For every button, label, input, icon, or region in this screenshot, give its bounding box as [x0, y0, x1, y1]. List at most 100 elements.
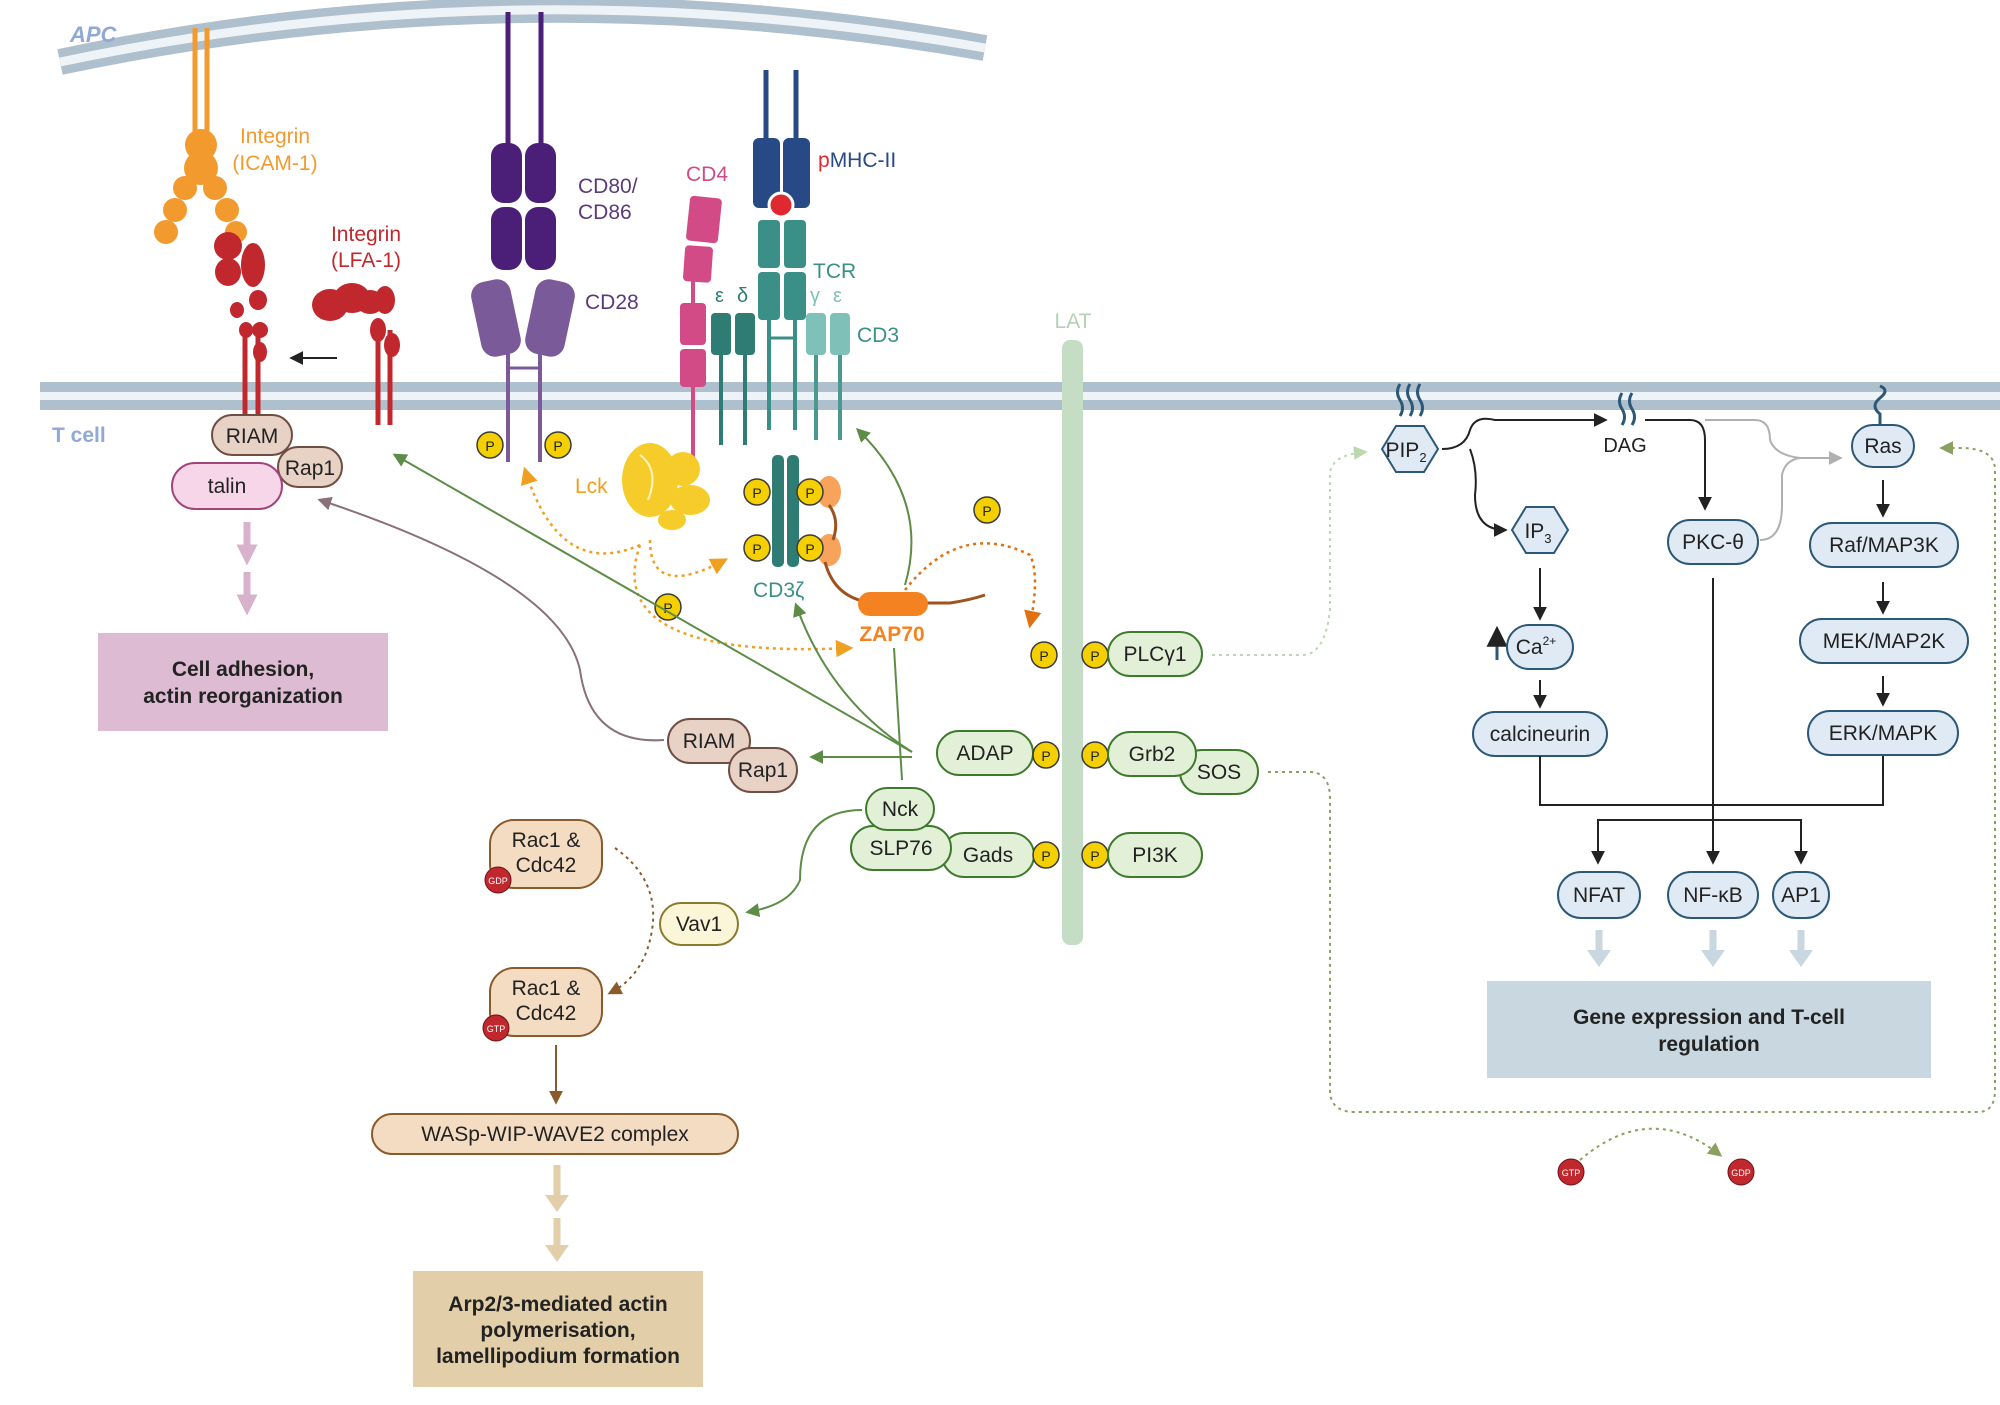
cd4-label: CD4 [686, 163, 728, 186]
phospho-group: P [1030, 641, 1058, 669]
rac1-gtp-label-1: Rac1 & [512, 977, 581, 1000]
rac1-cdc42-gtp: Rac1 & Cdc42 GTP [482, 967, 603, 1042]
pip2-hexagon [1380, 425, 1440, 473]
grb2 [1107, 731, 1197, 777]
zap70-to-hub-line [893, 647, 903, 781]
phospho-label: P [805, 541, 814, 557]
pip2-group: PIP2 [1380, 383, 1440, 473]
arp-outcome-line-3: lamellipodium formation [436, 1345, 680, 1368]
ras-label: Ras [1864, 435, 1901, 458]
sos-to-ras-loop [1268, 441, 1996, 1113]
mek-label: MEK/MAP2K [1823, 630, 1946, 653]
phospho-group: P [1032, 741, 1060, 769]
talin-label: talin [208, 475, 247, 498]
cd80-cd86 [491, 12, 556, 270]
arp-outcome-box [413, 1271, 703, 1387]
cd80-label-2: CD86 [578, 201, 632, 224]
phospho-group: P [476, 431, 504, 459]
rac1-gdp-label-2: Cdc42 [516, 854, 577, 877]
gtp-badge [482, 1014, 510, 1042]
convergence-to-ap1 [1713, 819, 1808, 865]
phospho-label: P [485, 438, 494, 454]
phospho-group: P [1081, 641, 1109, 669]
adhesion-outcome-box [98, 633, 388, 731]
pip2-text: PIP [1385, 439, 1419, 462]
phospho-label: P [553, 438, 562, 454]
pi3k [1107, 832, 1203, 878]
tan-arrow-1-head [545, 1195, 569, 1212]
plcg1-to-pip2-arrow [1212, 445, 1368, 656]
rap1-membrane [277, 446, 343, 488]
zap70-label: ZAP70 [859, 623, 924, 646]
wasp-complex-label: WASp-WIP-WAVE2 complex [421, 1123, 689, 1146]
integrin-lfa1-label-2: (LFA-1) [331, 249, 401, 272]
phospho-group: P [1032, 841, 1060, 869]
nfat-label: NFAT [1573, 884, 1625, 907]
riam-cytosolic-label: RIAM [683, 730, 736, 753]
phospho-group: P [973, 496, 1001, 524]
ca-text: Ca [1516, 636, 1543, 659]
phospho-group: P [1081, 741, 1109, 769]
arp-outcome-line-2: polymerisation, [480, 1319, 635, 1342]
tcr [758, 220, 806, 430]
dag-label: DAG [1603, 435, 1646, 457]
gene-outcome-box [1487, 981, 1931, 1078]
ca [1506, 624, 1574, 670]
nck [865, 787, 935, 831]
gene-outcome-line-1: Gene expression and T-cell [1573, 1006, 1845, 1029]
phospho-label: P [1041, 848, 1050, 864]
nfkb [1667, 871, 1759, 919]
tcr-label: TCR [813, 260, 856, 283]
vav1-label: Vav1 [676, 913, 722, 936]
cd3-epsilon-delta [711, 313, 755, 445]
cd3-label: CD3 [857, 324, 899, 347]
cd3-zeta [772, 455, 799, 567]
cd3-zeta-label: CD3ζ [753, 579, 804, 602]
nfat [1557, 871, 1641, 919]
phospho-group: P [1081, 841, 1109, 869]
ras-anchor [1873, 384, 1887, 424]
pi3k-complex: P PI3K [1081, 832, 1203, 878]
riam-translocation-arrow [317, 496, 665, 742]
gene-outcome-line-2: regulation [1658, 1033, 1760, 1056]
ip3-label: IP3 [1524, 520, 1551, 546]
gdp-ras-badge [1727, 1158, 1755, 1186]
adhesion-outcome-line-2: actin reorganization [143, 685, 343, 708]
gtp-gdp-exchange-arrow [1579, 1127, 1723, 1161]
phospho-group: P [743, 478, 771, 506]
rap1-cytosolic-label: Rap1 [738, 759, 788, 782]
raf [1809, 522, 1959, 568]
pip2-lipid-tails [1396, 383, 1424, 417]
pmhc-label: pMHC-II [818, 149, 896, 172]
riam-membrane-label: RIAM [226, 425, 279, 448]
pkc-to-ras-arrow [1759, 457, 1801, 541]
pip2-split-arrow [1441, 413, 1608, 450]
ip3-text: IP [1524, 520, 1544, 543]
ca-superscript: 2+ [1543, 634, 1557, 648]
phospho-label: P [1039, 648, 1048, 664]
phospho-label: P [1090, 748, 1099, 764]
gtp-ras-badge-label: GTP [1562, 1168, 1581, 1178]
ip3-hexagon [1510, 506, 1570, 554]
sos-label: SOS [1197, 761, 1241, 784]
cd28-label: CD28 [585, 291, 639, 314]
nfkb-label: NF-κB [1683, 884, 1743, 907]
cd3-epsilon-label-1: ε [715, 285, 724, 307]
tan-arrow-2-head [545, 1245, 569, 1262]
phospho-label: P [982, 503, 991, 519]
wasp-complex [371, 1113, 739, 1155]
grb2-label: Grb2 [1129, 743, 1176, 766]
integrin-icam1-label-2: (ICAM-1) [232, 152, 317, 175]
ap1-label: AP1 [1781, 884, 1821, 907]
phospho-label: P [805, 485, 814, 501]
apc-label: APC [69, 22, 118, 47]
gdp-ras-badge-label: GDP [1731, 1168, 1751, 1178]
pkc-theta-label: PKC-θ [1682, 531, 1744, 554]
phospho-label: P [663, 600, 672, 616]
cd4 [680, 195, 722, 458]
ap1 [1772, 871, 1830, 919]
hub-to-tcr-arrow [855, 428, 913, 586]
lck-label: Lck [575, 475, 608, 498]
